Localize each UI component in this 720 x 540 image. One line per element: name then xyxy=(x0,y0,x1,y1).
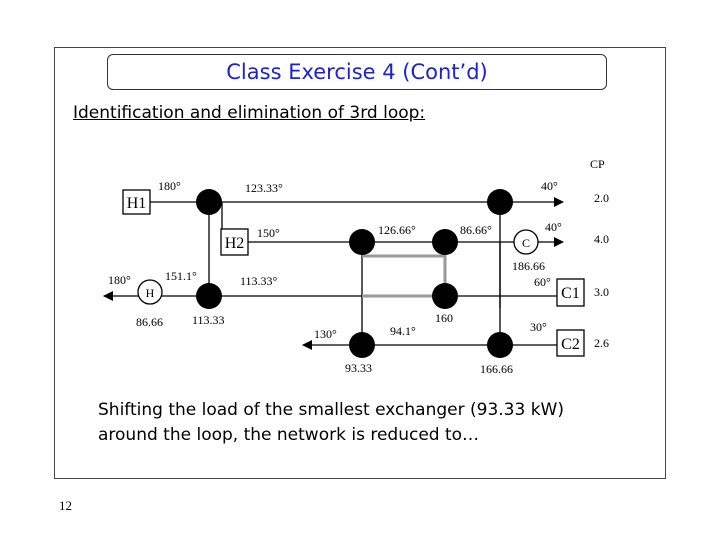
temp-h1-mid: 123.33° xyxy=(245,181,283,195)
caption-line-1: Shifting the load of the smallest exchan… xyxy=(98,400,564,420)
temp-h1-out: 40° xyxy=(541,179,558,193)
exchanger-h2-c2-top xyxy=(349,229,375,255)
temp-h2-out: 40° xyxy=(545,220,562,234)
load-h1-c2: 166.66 xyxy=(480,362,513,376)
temp-h1-in: 180° xyxy=(158,179,181,193)
stream-c2-label: C2 xyxy=(561,336,580,353)
temp-h2-in: 150° xyxy=(257,226,280,240)
cooler-label: C xyxy=(522,236,530,250)
stream-h2-box xyxy=(220,228,249,256)
load-cooler: 186.66 xyxy=(512,259,545,273)
exchanger-h2-c2-bottom xyxy=(349,332,375,358)
stream-h1-box xyxy=(122,189,151,215)
temp-c2-out: 130° xyxy=(314,327,337,341)
load-h1-c1: 113.33 xyxy=(192,313,225,327)
exchanger-h1-c2-top xyxy=(487,189,513,215)
cp-header: CP xyxy=(590,157,605,171)
temp-c1-mid2: 151.1° xyxy=(165,269,197,283)
page-number: 12 xyxy=(59,498,72,513)
cp-h1: 2.0 xyxy=(594,191,609,205)
temp-h2-mid1: 126.66° xyxy=(378,223,416,237)
slide-caption: Shifting the load of the smallest exchan… xyxy=(98,398,564,448)
temp-c2-mid: 94.1° xyxy=(390,324,416,338)
load-h2-c2: 93.33 xyxy=(345,361,372,375)
exchanger-h1-c2-bottom xyxy=(487,332,513,358)
temp-c2-in: 30° xyxy=(530,320,547,334)
temp-c1-in: 60° xyxy=(534,275,551,289)
exchanger-h2-c1-bottom xyxy=(432,283,458,309)
caption-line-2: around the loop, the network is reduced … xyxy=(98,425,480,445)
temp-c1-out: 180° xyxy=(108,273,131,287)
stream-c1-box xyxy=(556,278,585,307)
stream-h1-label: H1 xyxy=(127,195,147,212)
stream-c1-label: C1 xyxy=(561,285,580,302)
temp-h2-mid2: 86.66° xyxy=(460,223,492,237)
cooler-node xyxy=(513,229,539,255)
heater-node xyxy=(137,279,163,305)
loop-highlight xyxy=(362,254,447,298)
exchanger-h2-c1-top xyxy=(432,229,458,255)
cp-c1: 3.0 xyxy=(594,285,609,299)
slide-title: Class Exercise 4 (Cont’d) xyxy=(226,60,488,84)
slide-subtitle: Identification and elimination of 3rd lo… xyxy=(73,103,426,123)
stream-h2-label: H2 xyxy=(225,235,245,252)
stream-c2-box xyxy=(556,329,585,357)
cp-h2: 4.0 xyxy=(594,232,609,246)
exchanger-h1-c1-bottom xyxy=(196,283,222,309)
cp-c2: 2.6 xyxy=(594,336,609,350)
temp-c1-mid: 113.33° xyxy=(240,274,278,288)
heater-label: H xyxy=(146,286,155,300)
title-box: Class Exercise 4 (Cont’d) xyxy=(107,54,607,90)
slide-frame xyxy=(54,47,666,479)
exchanger-h1-c1-top xyxy=(196,189,222,215)
load-heater: 86.66 xyxy=(136,315,163,329)
load-h2-c1: 160 xyxy=(435,311,453,325)
